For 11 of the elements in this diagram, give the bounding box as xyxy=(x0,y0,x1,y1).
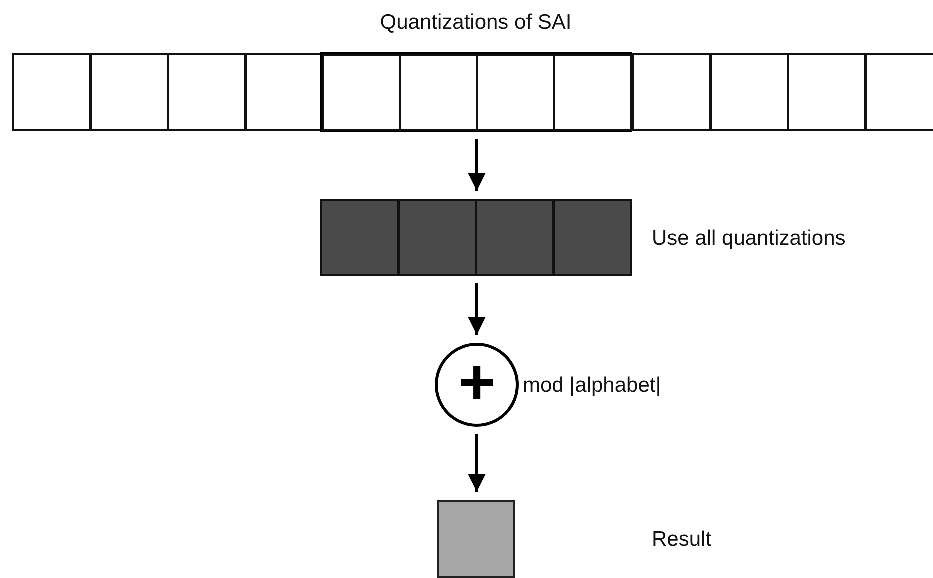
arrow xyxy=(468,283,486,335)
label-text: Result xyxy=(652,529,712,550)
heading: Quantizations of SAI xyxy=(380,12,572,33)
side-label: mod |alphabet| xyxy=(523,375,662,396)
result-box xyxy=(437,500,515,578)
arrow xyxy=(468,434,486,492)
side-label: Use all quantizations xyxy=(652,228,846,249)
arrow xyxy=(468,139,486,191)
filled-box xyxy=(552,199,632,276)
plus-sign: + xyxy=(458,350,496,414)
empty-box xyxy=(864,53,933,131)
